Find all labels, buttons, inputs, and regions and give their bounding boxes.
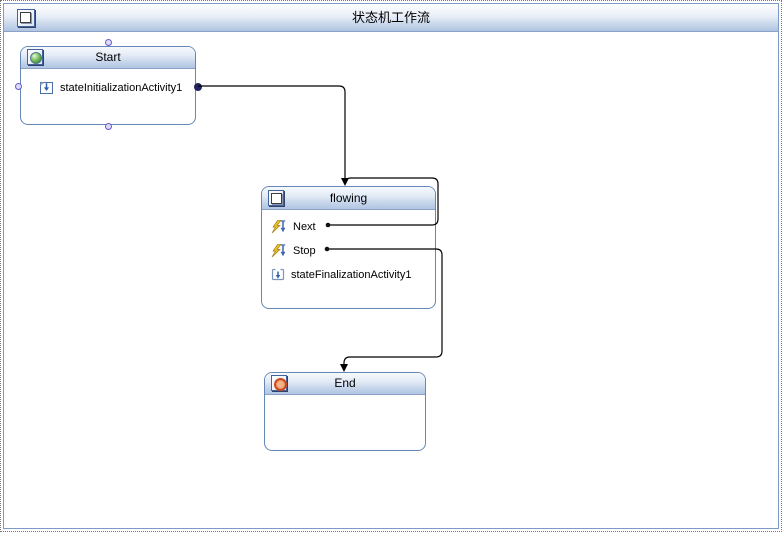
state-start-icon: [27, 49, 43, 65]
workflow-title-bar[interactable]: 状态机工作流: [4, 4, 778, 32]
window-icon[interactable]: [17, 9, 35, 27]
state-end-title: End: [334, 376, 356, 390]
green-orb-icon: [30, 52, 42, 64]
window-icon-inner: [20, 12, 31, 23]
event-label: Next: [293, 221, 316, 233]
event-next[interactable]: Next: [271, 215, 435, 239]
state-start-body: stateInitializationActivity1: [21, 80, 195, 95]
activity-state-initialization[interactable]: stateInitializationActivity1: [39, 80, 195, 95]
port-start-right[interactable]: [194, 83, 202, 91]
state-flowing-header[interactable]: flowing: [262, 187, 435, 210]
orange-donut-icon: [274, 378, 287, 391]
activity-label: stateInitializationActivity1: [60, 81, 183, 94]
state-start-title: Start: [95, 50, 121, 64]
port-start-top[interactable]: [105, 39, 112, 46]
state-end-icon: [271, 375, 287, 391]
state-initialization-icon: [39, 80, 54, 95]
state-end-header[interactable]: End: [265, 373, 425, 395]
state-icon: [268, 190, 284, 206]
state-start-header[interactable]: Start: [21, 47, 195, 69]
state-end[interactable]: End: [264, 372, 426, 451]
state-icon-inner: [271, 193, 282, 204]
workflow-title: 状态机工作流: [351, 10, 430, 25]
port-start-left[interactable]: [15, 83, 22, 90]
state-finalization-icon: [271, 268, 285, 282]
event-driven-icon: [271, 244, 287, 258]
event-stop[interactable]: Stop: [271, 239, 435, 263]
event-driven-icon: [271, 220, 287, 234]
port-start-bottom[interactable]: [105, 123, 112, 130]
state-start[interactable]: Start stateInitializationActivity1: [20, 46, 196, 125]
state-flowing-title: flowing: [329, 191, 368, 205]
activity-label: stateFinalizationActivity1: [291, 269, 412, 281]
state-flowing-body: Next Stop: [262, 215, 435, 287]
activity-state-finalization[interactable]: stateFinalizationActivity1: [271, 263, 435, 287]
event-label: Stop: [293, 245, 316, 257]
state-flowing[interactable]: flowing Next: [261, 186, 436, 309]
